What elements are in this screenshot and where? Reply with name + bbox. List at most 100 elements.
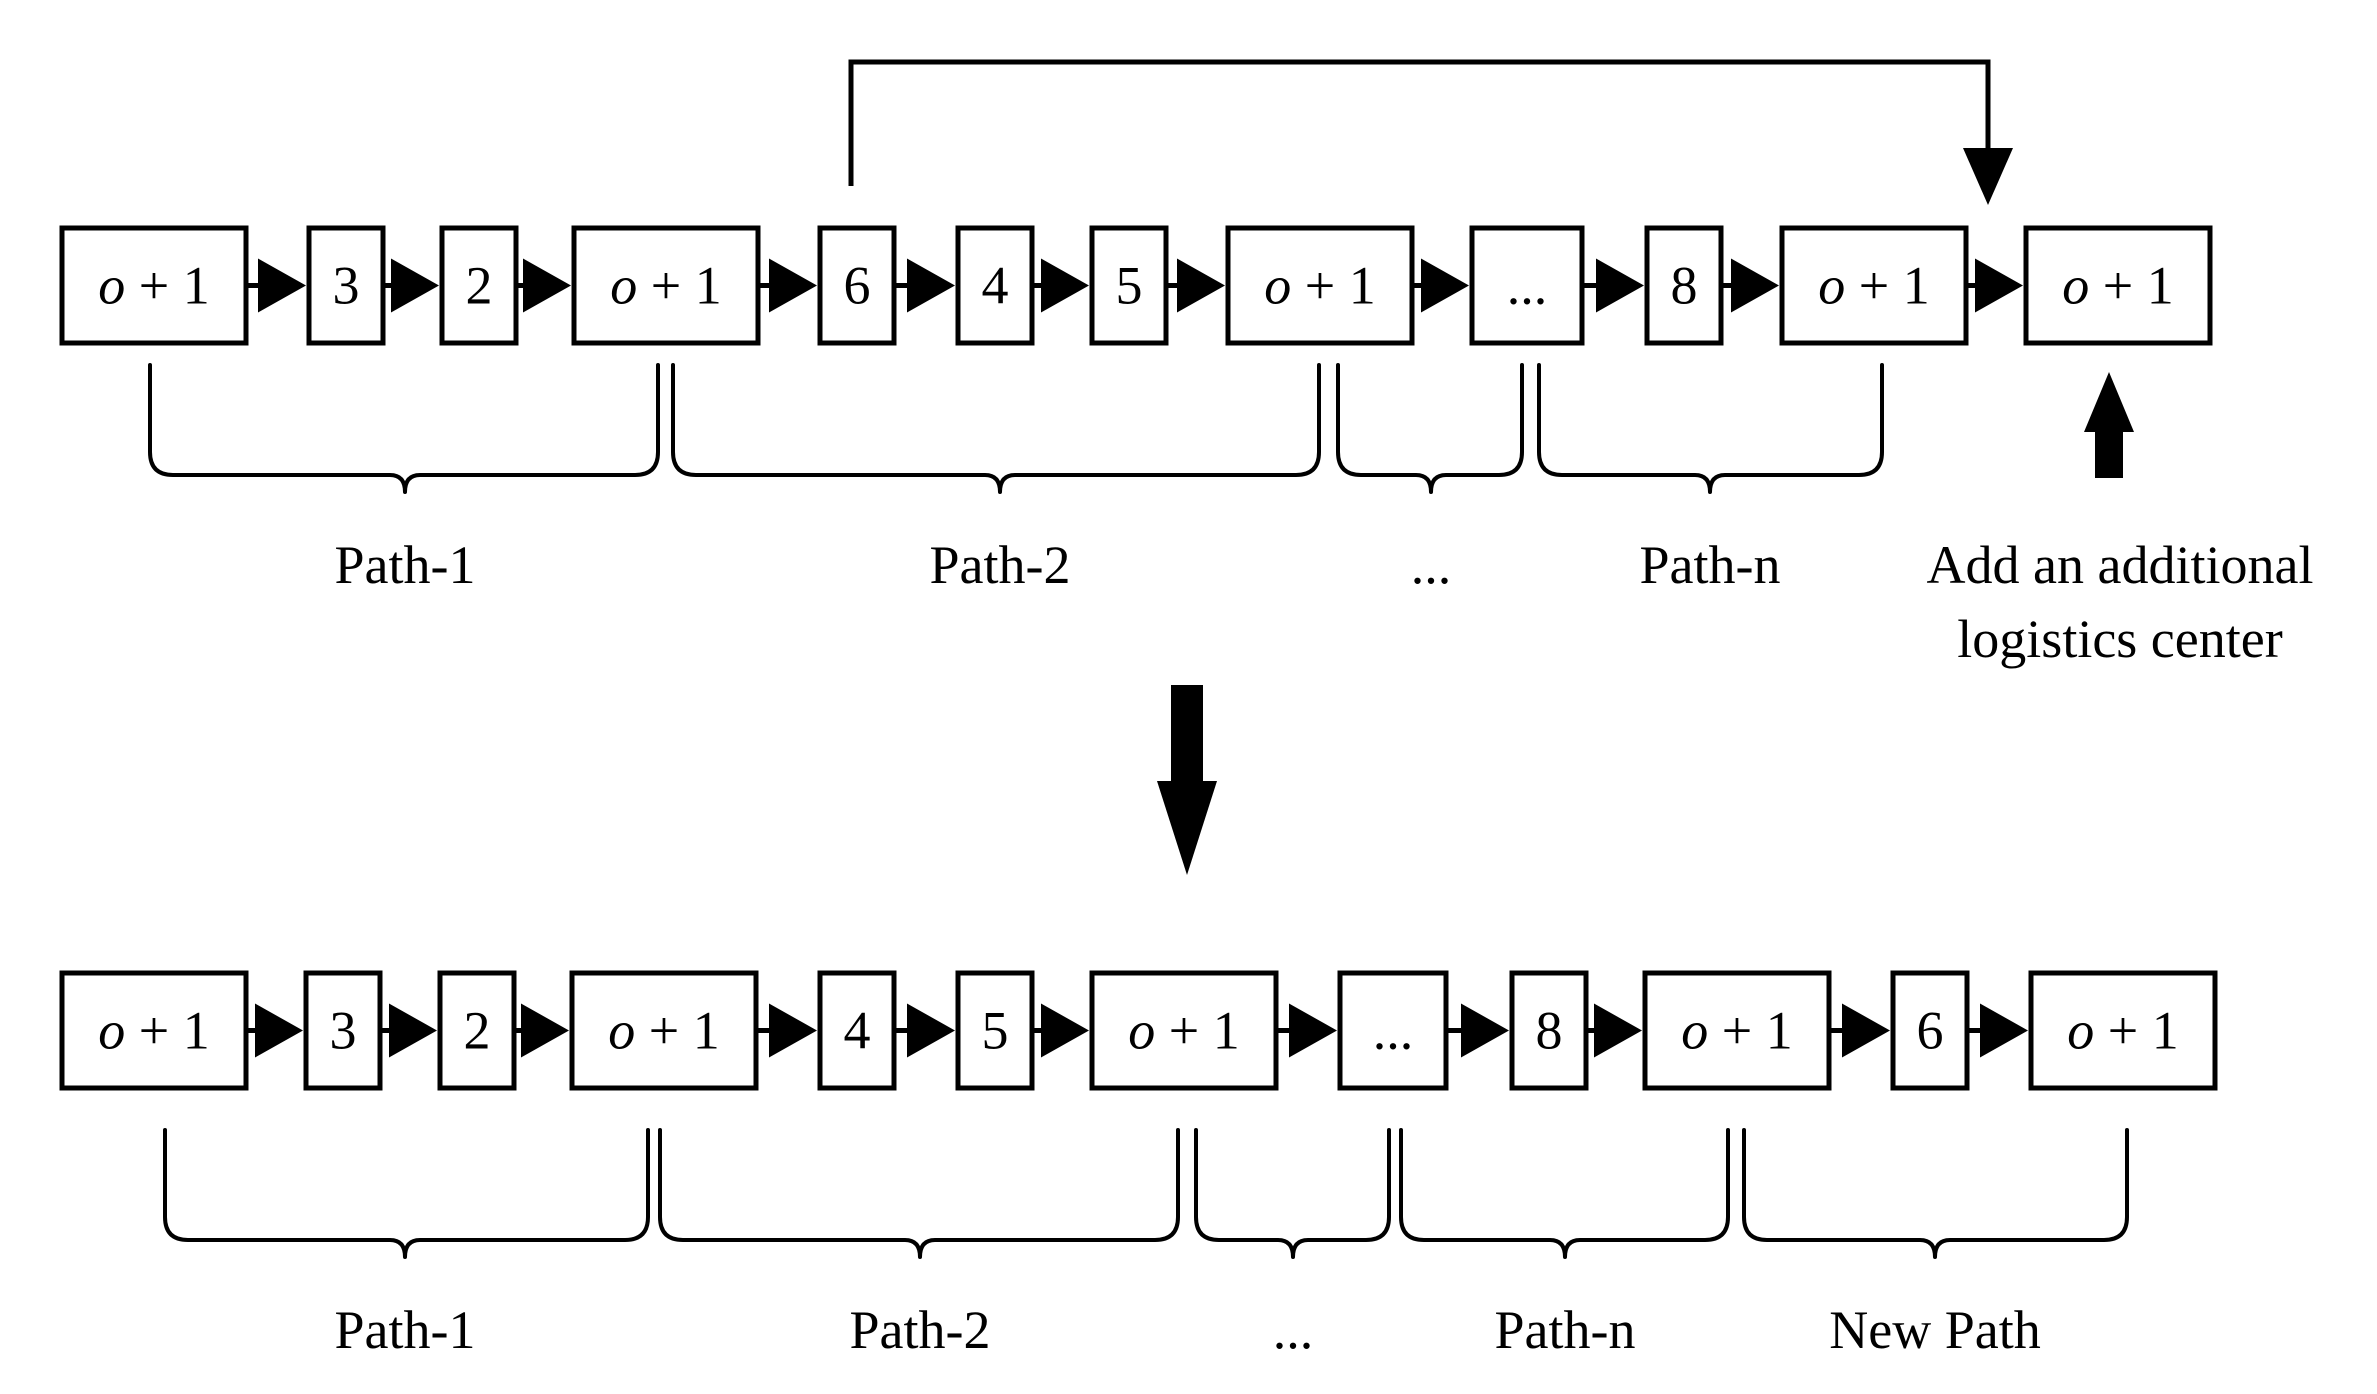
sequence-arrow [1731, 258, 1779, 313]
new-path-label-new: New Path [1829, 1300, 2040, 1360]
node-label: 6 [1917, 1001, 1944, 1061]
node-label: o + 1 [1818, 256, 1929, 316]
node-box [571, 225, 761, 346]
move-connector-arrowhead [1963, 148, 2013, 205]
new-path-label-ellipsis: ... [1273, 1300, 1314, 1360]
route-node: 8 [1644, 225, 1724, 346]
sequence-arrow [1980, 1003, 2028, 1058]
sequence-arrow [1289, 1003, 1337, 1058]
node-label-suffix: + 1 [1845, 256, 1929, 316]
node-label: o + 1 [1264, 256, 1375, 316]
sequence-arrow [907, 258, 955, 313]
route-node: 5 [1089, 225, 1169, 346]
new-path-label-n: Path-n [1495, 1300, 1636, 1360]
node-label-suffix: + 1 [1155, 1001, 1239, 1061]
node-label: 5 [1116, 256, 1143, 316]
add-center-arrow-shaft [2095, 430, 2123, 478]
new-route-node: ... [1337, 970, 1449, 1091]
node-label-variable: o [98, 1001, 125, 1061]
route-node: 3 [306, 225, 386, 346]
move-connector-line [848, 59, 1991, 186]
new-brace-path-n [1399, 1128, 1730, 1259]
sequence-arrow [523, 258, 571, 313]
node-box [59, 970, 249, 1091]
node-label: o + 1 [2067, 1001, 2178, 1061]
annotation-line-1: Add an additional [1927, 535, 2314, 595]
new-brace-path-1 [163, 1128, 650, 1259]
node-box [1779, 225, 1969, 346]
node-label-suffix: + 1 [637, 256, 721, 316]
node-label: 6 [844, 256, 871, 316]
new-route-node: 2 [437, 970, 517, 1091]
node-label: o + 1 [98, 1001, 209, 1061]
path-label-1: Path-1 [335, 535, 476, 595]
node-label-suffix: + 1 [125, 1001, 209, 1061]
sequence-arrow [258, 258, 306, 313]
node-label: o + 1 [98, 256, 209, 316]
sequence-arrow [769, 1003, 817, 1058]
node-label-variable: o [610, 256, 637, 316]
sequence-arrow [1842, 1003, 1890, 1058]
sequence-arrow [389, 1003, 437, 1058]
new-route-node: o + 1 [59, 970, 249, 1091]
brace-path-ellipsis [1336, 363, 1524, 494]
node-label-suffix: + 1 [1291, 256, 1375, 316]
new-route-node: o + 1 [2028, 970, 2218, 1091]
route-node: o + 1 [2023, 225, 2213, 346]
node-box [1337, 970, 1449, 1091]
node-box [1089, 970, 1279, 1091]
node-label: 2 [466, 256, 493, 316]
node-label: o + 1 [608, 1001, 719, 1061]
sequence-arrow [255, 1003, 303, 1058]
sequence-arrow [1594, 1003, 1642, 1058]
node-box [303, 970, 383, 1091]
node-box [439, 225, 519, 346]
node-label-variable: o [608, 1001, 635, 1061]
new-path-label-2: Path-2 [850, 1300, 991, 1360]
new-route-node: 6 [1890, 970, 1970, 1091]
sequence-arrow [907, 1003, 955, 1058]
node-box [1469, 225, 1585, 346]
path-label-ellipsis: ... [1411, 535, 1452, 595]
annotation-line-2: logistics center [1957, 609, 2282, 669]
node-label: 3 [333, 256, 360, 316]
node-label-variable: o [2062, 256, 2089, 316]
brace-path-n [1537, 363, 1884, 494]
node-label-variable: o [1818, 256, 1845, 316]
new-brace-path-ellipsis [1194, 1128, 1391, 1259]
new-brace-path-2 [658, 1128, 1180, 1259]
route-node: o + 1 [1779, 225, 1969, 346]
node-label: 4 [982, 256, 1009, 316]
node-box [1644, 225, 1724, 346]
sequence-arrow [1177, 258, 1225, 313]
sequence-arrow [1041, 258, 1089, 313]
node-box [2023, 225, 2213, 346]
node-label-suffix: + 1 [2089, 256, 2173, 316]
new-route-node: o + 1 [1642, 970, 1832, 1091]
sequence-arrow [1461, 1003, 1509, 1058]
node-label: 8 [1671, 256, 1698, 316]
node-label: o + 1 [1681, 1001, 1792, 1061]
new-route-node: o + 1 [569, 970, 759, 1091]
node-label-variable: o [98, 256, 125, 316]
node-box [1890, 970, 1970, 1091]
sequence-arrow [769, 258, 817, 313]
route-node: o + 1 [1225, 225, 1415, 346]
node-box [59, 225, 249, 346]
node-label-variable: o [1681, 1001, 1708, 1061]
node-label-suffix: + 1 [1708, 1001, 1792, 1061]
node-label: 2 [464, 1001, 491, 1061]
new-route-node: 3 [303, 970, 383, 1091]
route-node: 6 [817, 225, 897, 346]
node-label-variable: o [1264, 256, 1291, 316]
node-label: 4 [844, 1001, 871, 1061]
transform-arrow-shaft [1171, 685, 1203, 785]
node-label: o + 1 [610, 256, 721, 316]
new-route-node: 8 [1509, 970, 1589, 1091]
sequence-arrow [1421, 258, 1469, 313]
route-node: 4 [955, 225, 1035, 346]
node-label: o + 1 [1128, 1001, 1239, 1061]
